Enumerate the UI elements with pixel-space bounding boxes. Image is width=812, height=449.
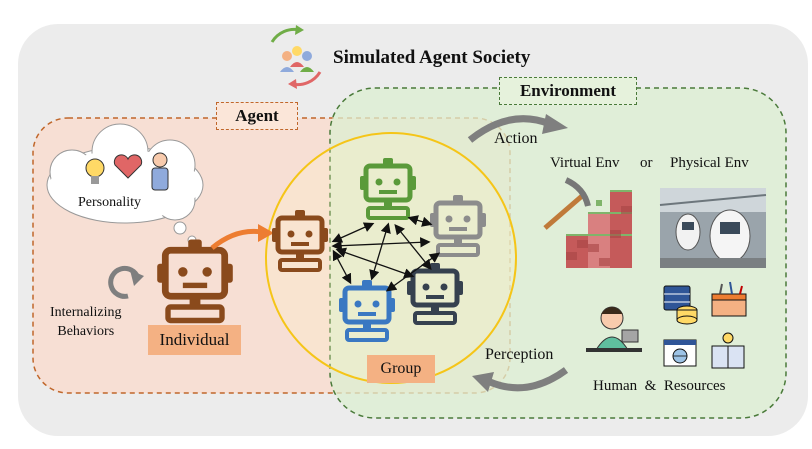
heart-icon (113, 154, 143, 179)
agent-label: Agent (216, 102, 298, 130)
person-icon (151, 152, 169, 191)
human-at-laptop-icon (586, 306, 642, 352)
virtual-env-label: Virtual Env (550, 155, 620, 171)
web-browser-icon (663, 339, 697, 367)
action-arrow (467, 114, 568, 143)
internalizing-behaviors-label: Internalizing Behaviors (50, 303, 122, 341)
individual-label: Individual (148, 325, 241, 355)
lightbulb-icon (85, 158, 105, 184)
environment-label: Environment (499, 77, 637, 105)
human-resources-label: Human & Resources (593, 378, 726, 394)
interaction-arrows (331, 215, 441, 292)
diagram-title: Simulated Agent Society (333, 47, 531, 68)
perception-arrow (472, 367, 569, 392)
physical-env-label: Physical Env (670, 155, 749, 171)
book-icon (711, 332, 745, 369)
toolbox-icon (711, 281, 747, 317)
society-cycle-icon (270, 25, 322, 89)
virtual-env-staircase-icon (543, 177, 632, 268)
or-label: or (640, 155, 653, 171)
physical-env-photo (659, 188, 767, 268)
perception-label: Perception (485, 346, 554, 363)
action-label: Action (494, 130, 538, 147)
group-label: Group (367, 355, 435, 383)
database-icon (663, 285, 698, 325)
internalizing-label-line1: Internalizing (50, 305, 122, 320)
refresh-icon (108, 265, 144, 299)
personality-label: Personality (78, 195, 141, 210)
individual-to-group-arrow (210, 224, 274, 250)
internalizing-label-line2: Behaviors (57, 324, 115, 339)
